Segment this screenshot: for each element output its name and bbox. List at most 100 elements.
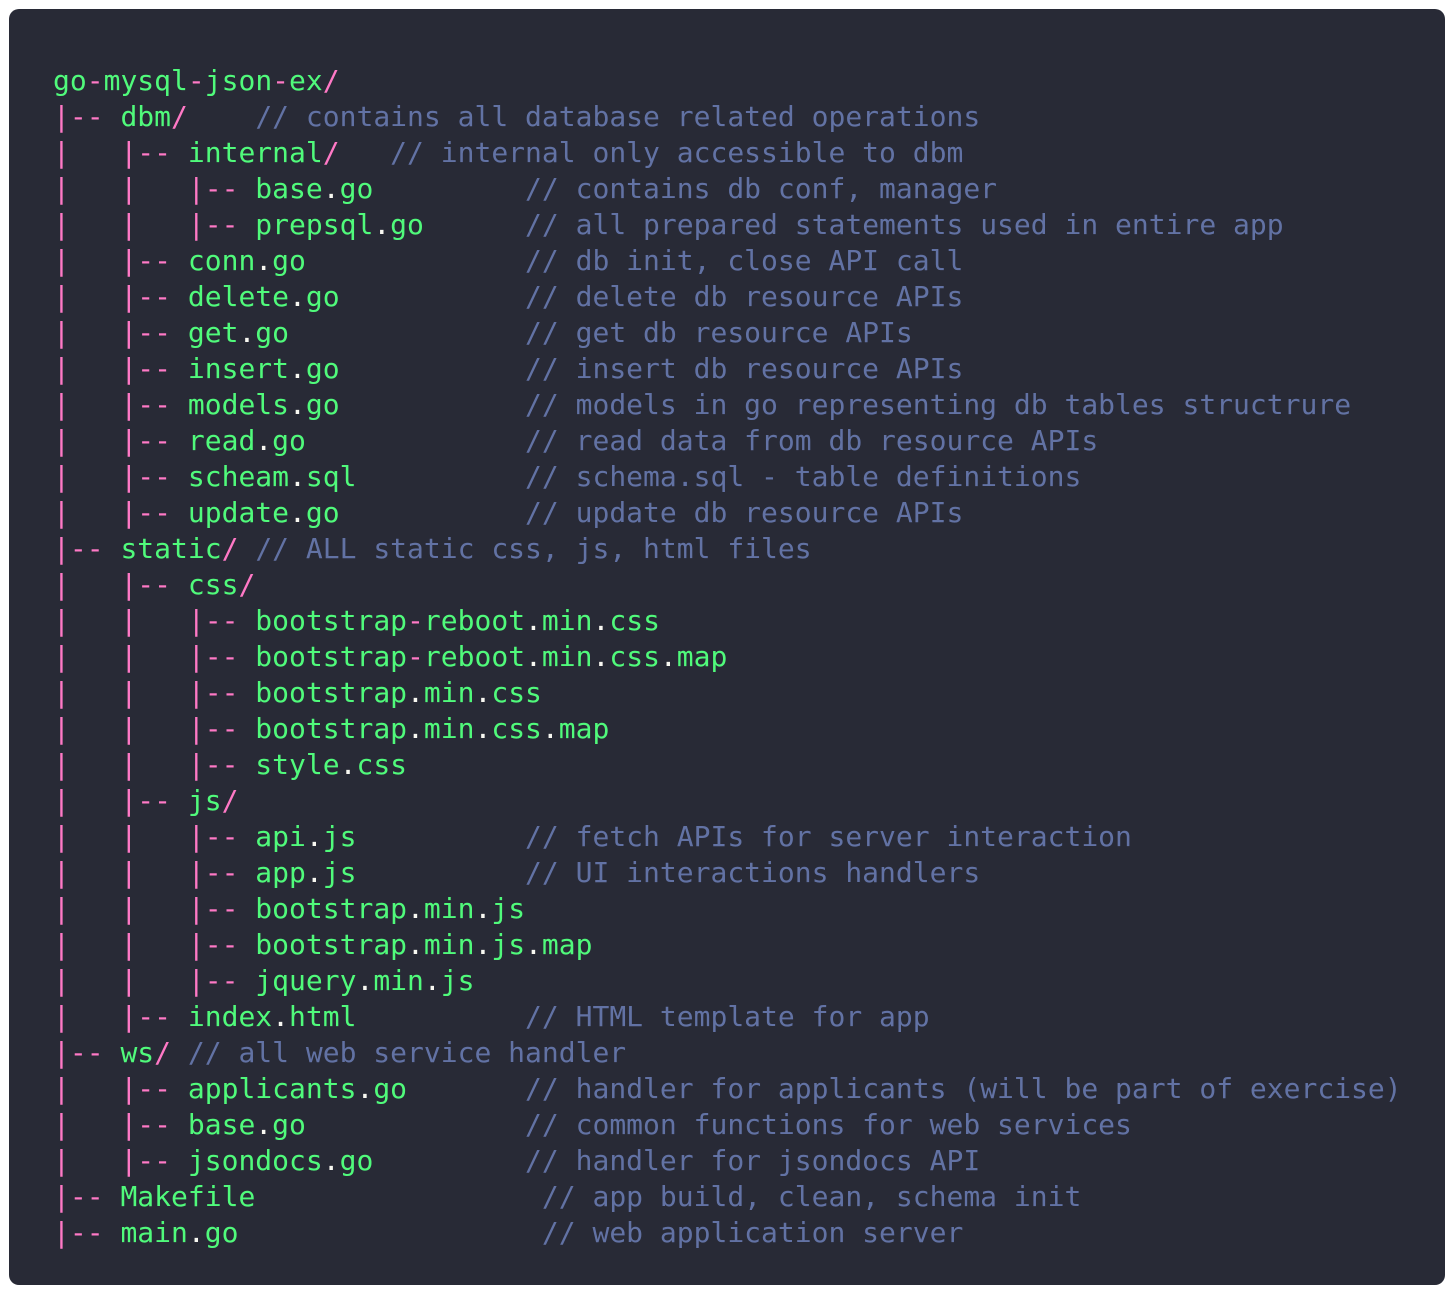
directory-tree: go-mysql-json-ex/|-- dbm/ // contains al… <box>53 63 1402 1251</box>
tree-branch: | | |-- <box>53 208 256 241</box>
code-comment: // db init, close API call <box>525 244 964 277</box>
tree-line: | | |-- style.css <box>53 747 1402 783</box>
code-comment: // ALL static css, js, html files <box>255 532 812 565</box>
tree-branch: | |-- <box>53 460 188 493</box>
tree-line: |-- main.go // web application server <box>53 1215 1402 1251</box>
code-comment: // contains all database related operati… <box>255 100 981 133</box>
directory-name: css/ <box>187 568 256 601</box>
spacer <box>356 820 525 853</box>
file-name: conn.go <box>187 244 306 277</box>
tree-branch: | |-- <box>53 352 188 385</box>
file-name: bootstrap-reboot.min.css.map <box>255 640 728 673</box>
file-name: delete.go <box>187 280 340 313</box>
tree-branch: | |-- <box>53 280 188 313</box>
tree-line: | |-- conn.go // db init, close API call <box>53 243 1402 279</box>
tree-line: | |-- insert.go // insert db resource AP… <box>53 351 1402 387</box>
spacer <box>340 388 525 421</box>
tree-branch: | |-- <box>53 1144 188 1177</box>
file-name: get.go <box>187 316 290 349</box>
tree-branch: | |-- <box>53 1072 188 1105</box>
tree-line: | |-- js/ <box>53 783 1402 819</box>
spacer <box>373 172 525 205</box>
spacer <box>424 208 525 241</box>
directory-name: ws/ <box>120 1036 172 1069</box>
file-name: bootstrap.min.js <box>255 892 526 925</box>
tree-line: | | |-- api.js // fetch APIs for server … <box>53 819 1402 855</box>
tree-line: | | |-- app.js // UI interactions handle… <box>53 855 1402 891</box>
code-comment: // schema.sql - table definitions <box>525 460 1082 493</box>
code-comment: // update db resource APIs <box>525 496 964 529</box>
tree-line: | | |-- bootstrap.min.css <box>53 675 1402 711</box>
file-name: base.go <box>255 172 374 205</box>
tree-branch: |-- <box>53 532 121 565</box>
tree-branch: | | |-- <box>53 640 256 673</box>
directory-name: dbm/ <box>120 100 188 133</box>
spacer <box>373 1144 525 1177</box>
tree-line: | |-- models.go // models in go represen… <box>53 387 1402 423</box>
file-name: bootstrap.min.js.map <box>255 928 593 961</box>
tree-line: | |-- index.html // HTML template for ap… <box>53 999 1402 1035</box>
spacer <box>171 1036 188 1069</box>
tree-line: | |-- read.go // read data from db resou… <box>53 423 1402 459</box>
tree-line: | | |-- prepsql.go // all prepared state… <box>53 207 1402 243</box>
file-name: insert.go <box>187 352 340 385</box>
tree-branch: |-- <box>53 1036 121 1069</box>
tree-branch: | |-- <box>53 244 188 277</box>
tree-branch: | | |-- <box>53 964 256 997</box>
directory-name: go-mysql-json-ex/ <box>53 64 340 97</box>
spacer <box>356 1000 525 1033</box>
spacer <box>238 1216 541 1249</box>
code-comment: // handler for applicants (will be part … <box>525 1072 1402 1105</box>
code-comment: // insert db resource APIs <box>525 352 964 385</box>
tree-line: | | |-- bootstrap.min.js.map <box>53 927 1402 963</box>
spacer <box>306 1108 525 1141</box>
tree-line: |-- static/ // ALL static css, js, html … <box>53 531 1402 567</box>
tree-line: | | |-- bootstrap-reboot.min.css.map <box>53 639 1402 675</box>
code-comment: // get db resource APIs <box>525 316 913 349</box>
directory-name: static/ <box>120 532 239 565</box>
spacer <box>340 136 391 169</box>
code-comment: // fetch APIs for server interaction <box>525 820 1132 853</box>
file-name: jquery.min.js <box>255 964 475 997</box>
tree-line: | |-- applicants.go // handler for appli… <box>53 1071 1402 1107</box>
tree-branch: | |-- <box>53 424 188 457</box>
tree-branch: | | |-- <box>53 172 256 205</box>
tree-branch: |-- <box>53 100 121 133</box>
tree-line: |-- Makefile // app build, clean, schema… <box>53 1179 1402 1215</box>
spacer <box>289 316 525 349</box>
file-name: style.css <box>255 748 408 781</box>
code-comment: // handler for jsondocs API <box>525 1144 981 1177</box>
file-name: index.html <box>187 1000 357 1033</box>
tree-line: | |-- delete.go // delete db resource AP… <box>53 279 1402 315</box>
tree-branch: | | |-- <box>53 892 256 925</box>
directory-name: internal/ <box>187 136 340 169</box>
tree-branch: | | |-- <box>53 856 256 889</box>
file-name: scheam.sql <box>187 460 357 493</box>
tree-line: | | |-- bootstrap.min.js <box>53 891 1402 927</box>
tree-line: | |-- get.go // get db resource APIs <box>53 315 1402 351</box>
code-block: go-mysql-json-ex/|-- dbm/ // contains al… <box>9 9 1445 1285</box>
file-name: jsondocs.go <box>187 1144 374 1177</box>
tree-line: |-- dbm/ // contains all database relate… <box>53 99 1402 135</box>
tree-branch: | |-- <box>53 784 188 817</box>
code-comment: // UI interactions handlers <box>525 856 981 889</box>
tree-line: | | |-- bootstrap.min.css.map <box>53 711 1402 747</box>
tree-branch: | | |-- <box>53 676 256 709</box>
tree-line: | |-- update.go // update db resource AP… <box>53 495 1402 531</box>
tree-branch: | |-- <box>53 1108 188 1141</box>
tree-branch: | |-- <box>53 496 188 529</box>
file-name: main.go <box>120 1216 239 1249</box>
file-name: bootstrap.min.css <box>255 676 542 709</box>
tree-line: | |-- scheam.sql // schema.sql - table d… <box>53 459 1402 495</box>
file-name: prepsql.go <box>255 208 424 241</box>
tree-line: | |-- internal/ // internal only accessi… <box>53 135 1402 171</box>
code-comment: // internal only accessible to dbm <box>390 136 964 169</box>
tree-branch: | |-- <box>53 1000 188 1033</box>
file-name: bootstrap-reboot.min.css <box>255 604 660 637</box>
tree-line: go-mysql-json-ex/ <box>53 63 1402 99</box>
directory-name: js/ <box>187 784 239 817</box>
tree-line: | |-- css/ <box>53 567 1402 603</box>
tree-line: | | |-- base.go // contains db conf, man… <box>53 171 1402 207</box>
spacer <box>306 244 525 277</box>
code-comment: // delete db resource APIs <box>525 280 964 313</box>
